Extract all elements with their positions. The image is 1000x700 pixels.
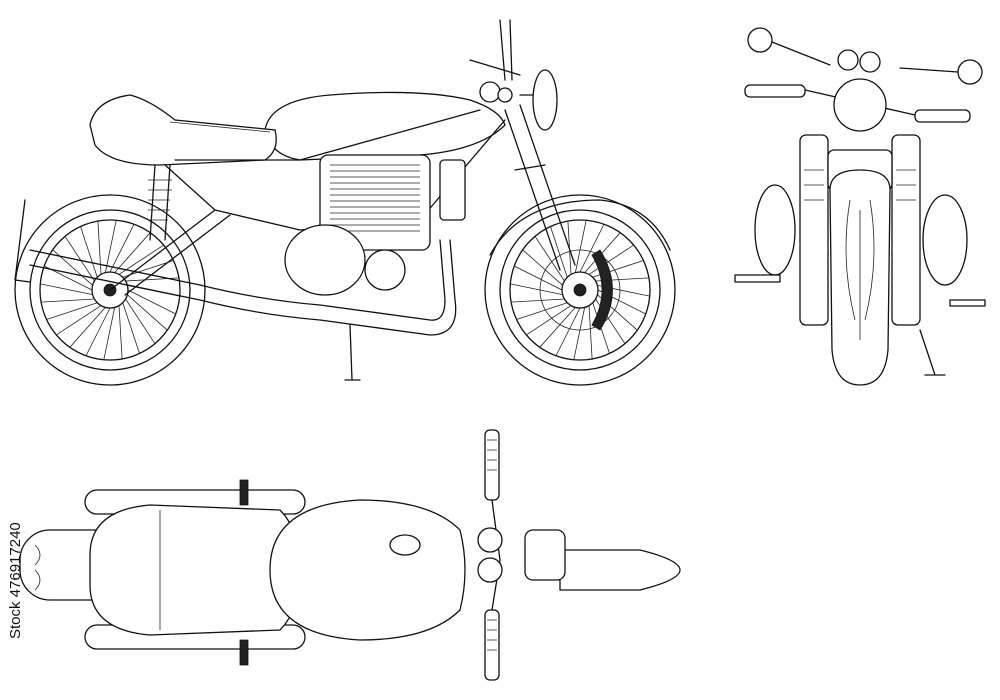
spoke [97,221,102,275]
motorcycle-top-view [0,410,700,700]
gauge-left [837,49,859,71]
rear-wheel [14,194,206,386]
front-fork [799,134,921,326]
spoke [579,224,605,273]
spoke [56,305,102,336]
fuel-tank [269,499,466,641]
spoke [510,283,563,296]
headlight [519,69,558,131]
spoke [597,294,638,331]
spoke [522,249,563,286]
spoke [122,302,140,354]
spoke [511,298,565,303]
engine [284,154,466,296]
spoke [69,307,106,348]
spoke [539,307,576,348]
motorcycle-front-view [720,0,1000,400]
rear-shock [148,164,172,241]
spoke [109,224,135,273]
gauge-right [859,51,881,73]
seat [89,504,301,636]
kickstand [919,329,946,376]
headlight [524,529,566,581]
engine-right [922,194,968,286]
spoke [592,302,610,354]
spoke [125,298,156,344]
engine-left [754,184,796,276]
spoke [597,284,650,297]
spoke [595,277,649,282]
spoke [114,232,151,273]
gauge-right [477,557,503,583]
spoke [80,226,98,278]
spoke [41,298,95,303]
front-tire [829,169,891,386]
license-bracket [14,199,31,283]
gauge-left [477,527,503,553]
front-fork [504,104,576,271]
spoke [127,289,176,315]
spoke [85,307,111,356]
spoke [574,220,587,273]
spoke [516,302,568,320]
fuel-cap [389,534,421,556]
mirrors [747,27,983,85]
front-tire [559,549,681,591]
spoke [592,260,644,278]
footpeg-left [734,274,781,283]
spoke [40,283,93,296]
kickstand [344,324,361,381]
motorcycle-side-view [0,0,700,400]
seat [89,94,277,166]
footpeg-right [949,299,986,307]
spoke [104,220,117,273]
spoke [118,305,123,359]
spoke [588,244,634,275]
front-wheel [484,194,676,386]
spoke [514,265,563,291]
handlebar [484,429,501,681]
handlebar [469,19,521,103]
exhaust-pipe [29,239,457,336]
spoke [597,289,646,315]
front-fender [489,199,671,256]
spoke [103,307,116,360]
fuel-tank [264,91,506,161]
spoke [64,236,95,282]
spoke [584,232,621,273]
spoke [588,305,593,359]
spoke [595,298,626,344]
spoke [46,302,98,320]
footpeg-left [239,479,249,506]
spoke [555,307,581,356]
spoke [534,236,565,282]
spoke [127,294,168,331]
spoke [526,305,572,336]
spoke [573,307,586,360]
stock-id-label: Stock 476917240 [7,522,24,639]
footpeg-right [239,639,249,666]
headlight [833,78,887,132]
spoke [550,226,568,278]
